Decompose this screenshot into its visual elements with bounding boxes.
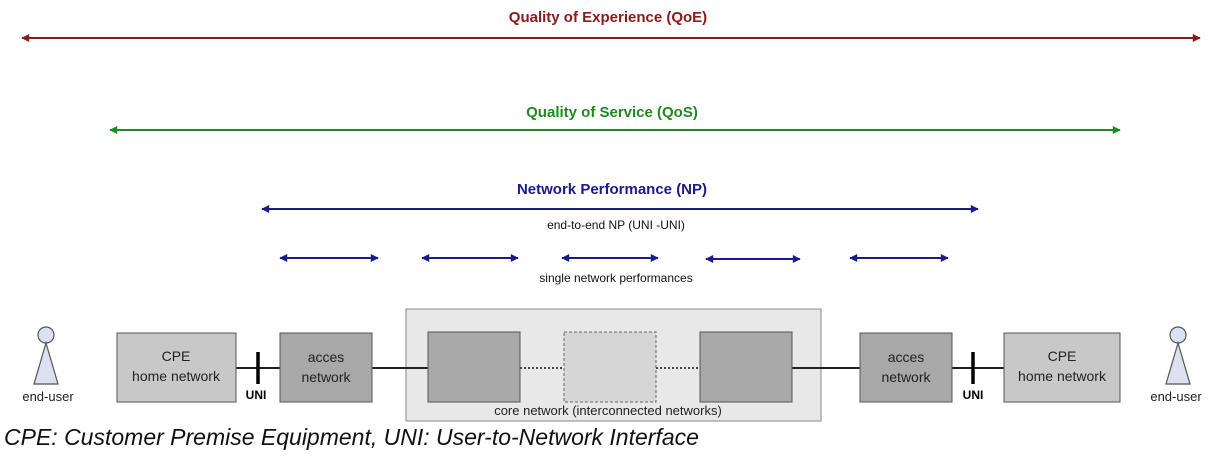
core-node	[699, 331, 793, 403]
right-access-box	[859, 332, 953, 403]
core-node	[427, 331, 521, 403]
right-access-line1: acces	[888, 349, 925, 365]
user-body-icon	[33, 340, 59, 385]
right-cpe-line1: CPE	[1048, 348, 1077, 364]
left-cpe-box	[116, 332, 237, 403]
right-cpe-line2: home network	[1018, 368, 1107, 384]
left-end-user-label: end-user	[22, 389, 74, 404]
left-access-line2: network	[301, 369, 351, 385]
user-body-icon	[1165, 340, 1191, 385]
left-access-line1: acces	[308, 349, 345, 365]
right-access-line2: network	[881, 369, 931, 385]
single-np-label: single network performances	[539, 271, 692, 285]
np-label: Network Performance (NP)	[517, 181, 707, 198]
qos-label: Quality of Service (QoS)	[526, 104, 698, 121]
core-node-dashed	[563, 331, 657, 403]
qoe-label: Quality of Experience (QoE)	[509, 9, 707, 26]
footnote: CPE: Customer Premise Equipment, UNI: Us…	[4, 424, 699, 450]
right-end-user-label: end-user	[1150, 389, 1202, 404]
np-sublabel: end-to-end NP (UNI -UNI)	[547, 218, 685, 232]
left-uni-label: UNI	[246, 388, 267, 402]
left-end-user: end-user	[22, 326, 74, 404]
left-access-box	[279, 332, 373, 403]
user-head-icon	[1169, 326, 1187, 344]
left-cpe-line2: home network	[132, 368, 221, 384]
right-end-user: end-user	[1150, 326, 1202, 404]
left-cpe-line1: CPE	[162, 348, 191, 364]
user-head-icon	[37, 326, 55, 344]
right-uni-label: UNI	[963, 388, 984, 402]
core-network-label: core network (interconnected networks)	[494, 403, 722, 418]
right-cpe-box	[1003, 332, 1121, 403]
